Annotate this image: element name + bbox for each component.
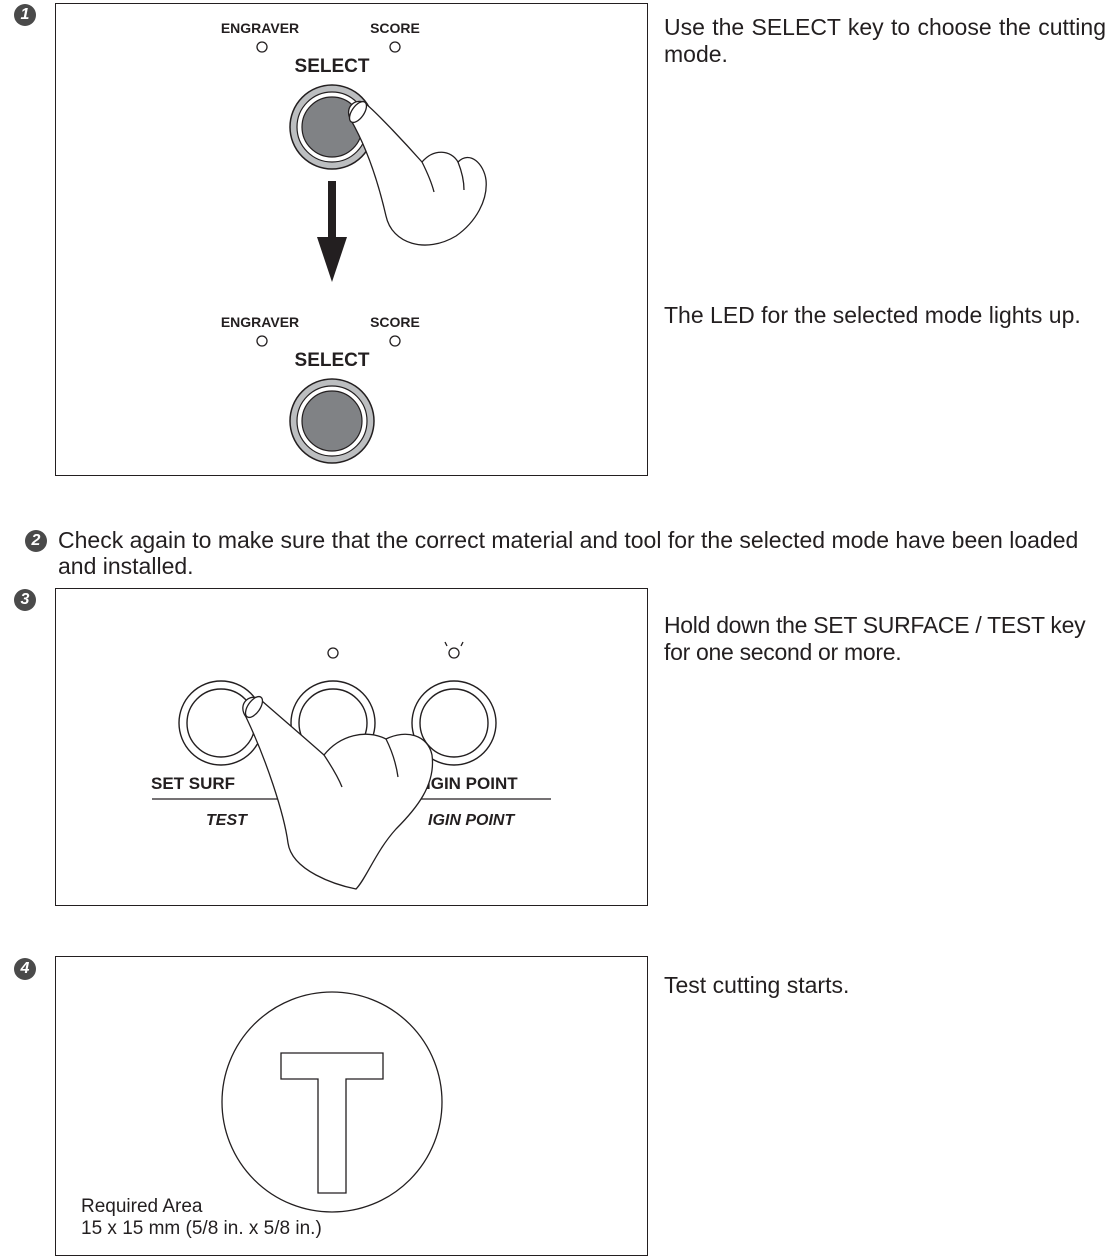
select-label: SELECT — [295, 56, 370, 77]
set-surface-label: SET SURF — [151, 774, 235, 793]
test-label: TEST — [206, 812, 248, 829]
origin-point-label: IGIN POINT — [426, 774, 518, 793]
step2-instruction: Check again to make sure that the correc… — [58, 527, 1079, 579]
select-key-panel: ENGRAVER SCORE SELECT ENGRAVER SCORE SEL… — [55, 3, 648, 476]
step1-result: The LED for the selected mode lights up. — [664, 302, 1081, 328]
origin-point-italic-label: IGIN POINT — [428, 812, 515, 829]
set-surface-illustration: SET SURF TEST IGIN POINT IGIN POINT — [151, 641, 551, 890]
score-led-icon — [389, 41, 401, 53]
set-surface-panel: SET SURF TEST IGIN POINT IGIN POINT — [55, 588, 648, 906]
engraver-label: ENGRAVER — [221, 20, 299, 36]
step4-instruction: Test cutting starts. — [664, 972, 850, 998]
step-number-3: 3 — [14, 589, 36, 611]
engraver-label-after: ENGRAVER — [221, 314, 299, 330]
score-label-after: SCORE — [370, 314, 420, 330]
step-number-1: 1 — [14, 4, 36, 26]
engraver-led-after-icon — [256, 335, 268, 347]
set-surface-key-icon — [178, 680, 264, 766]
select-key-illustration: ENGRAVER SCORE SELECT ENGRAVER SCORE SEL… — [221, 20, 487, 464]
led-lit-icon — [444, 641, 464, 659]
origin-point-key-icon — [411, 680, 497, 766]
step-number-2: 2 — [25, 530, 47, 552]
led-off-icon — [327, 647, 339, 659]
test-pattern-circle — [221, 991, 443, 1213]
engraver-led-icon — [256, 41, 268, 53]
required-area-size: 15 x 15 mm (5/8 in. x 5/8 in.) — [81, 1218, 322, 1239]
test-cut-illustration — [221, 991, 443, 1213]
test-cut-panel: Required Area 15 x 15 mm (5/8 in. x 5/8 … — [55, 956, 648, 1256]
select-label-after: SELECT — [295, 350, 370, 371]
arrow-down-icon — [317, 181, 347, 282]
score-led-after-icon — [389, 335, 401, 347]
step-number-4: 4 — [14, 958, 36, 980]
step1-instruction: Use the SELECT key to choose the cutting… — [664, 14, 1106, 67]
required-area-title: Required Area — [81, 1196, 203, 1217]
select-key-after-icon — [289, 378, 375, 464]
pressing-hand-icon — [347, 100, 487, 246]
pressing-hand-icon — [242, 695, 434, 890]
step3-instruction: Hold down the SET SURFACE / TEST key for… — [664, 612, 1086, 665]
score-label: SCORE — [370, 20, 420, 36]
test-pattern-letter-icon — [280, 1052, 384, 1194]
